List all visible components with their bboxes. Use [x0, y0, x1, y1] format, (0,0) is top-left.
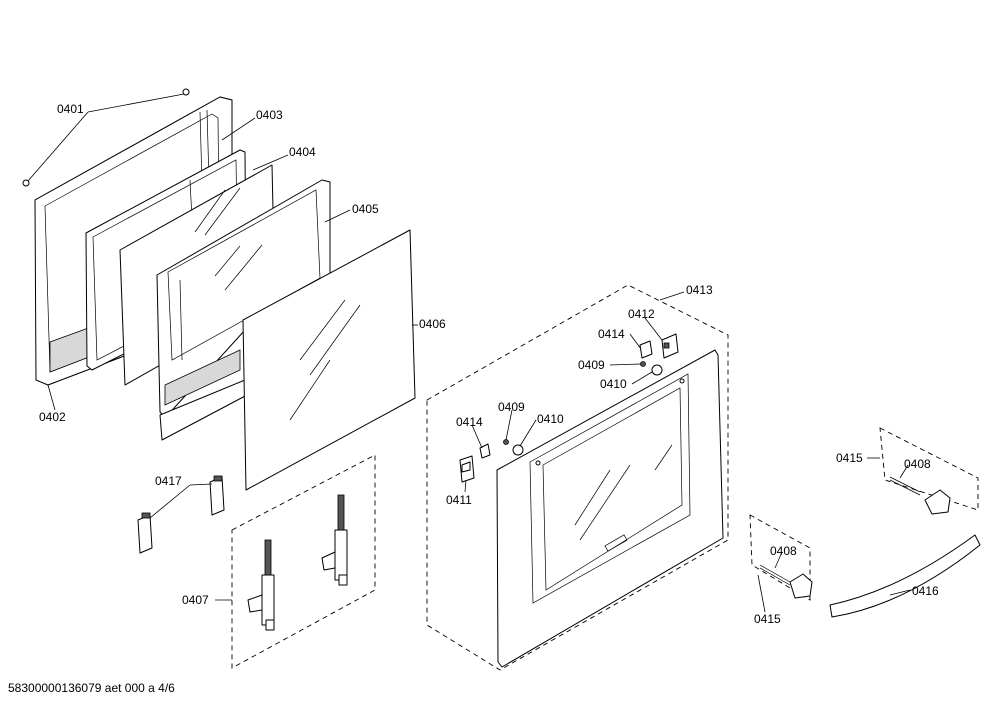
label-0401: 0401: [57, 102, 84, 116]
part-labels: 0401 0402 0403 0404 0405 0406 0417 0407 …: [39, 102, 939, 626]
part-0410-cap-top: [651, 364, 663, 376]
label-0407: 0407: [182, 593, 209, 607]
part-0417-brackets: [137, 475, 225, 554]
label-0410-left: 0410: [537, 412, 564, 426]
label-0405: 0405: [352, 202, 379, 216]
label-0414-top: 0414: [598, 327, 625, 341]
label-0403: 0403: [256, 108, 283, 122]
part-0410-cap-left: [512, 444, 524, 456]
label-0406: 0406: [419, 317, 446, 331]
part-0416-handle-bar: [829, 534, 981, 618]
label-0408-right: 0408: [904, 457, 931, 471]
label-0408-left: 0408: [770, 544, 797, 558]
part-0412-hinge-bracket: [661, 333, 679, 359]
part-0409-pin-left: [503, 439, 509, 445]
label-0416: 0416: [912, 584, 939, 598]
leader-lines: [27, 93, 911, 613]
label-0404: 0404: [289, 145, 316, 159]
part-0406-outer-glass: [242, 229, 416, 491]
part-0409-pin-top: [640, 361, 646, 367]
footer-code: 58300000136079 aet 000 a 4/6: [8, 681, 175, 695]
part-0414-screw-top: [639, 340, 653, 359]
part-0414-screw-left: [479, 443, 491, 459]
label-0414-left: 0414: [456, 415, 483, 429]
label-0412: 0412: [628, 307, 655, 321]
label-0411: 0411: [446, 493, 472, 507]
label-0417: 0417: [155, 474, 182, 488]
part-0405-glass-holder: [156, 179, 331, 441]
label-0402: 0402: [39, 410, 66, 424]
label-0409-left: 0409: [498, 400, 525, 414]
label-0410-top: 0410: [600, 377, 627, 391]
part-0415-handle-end-right: [879, 427, 979, 515]
label-0415-right: 0415: [836, 451, 863, 465]
part-0415-handle-end-left: [749, 514, 813, 601]
part-0411-bracket: [459, 455, 475, 483]
door-outer-panel: [496, 349, 724, 668]
label-0409-top: 0409: [578, 358, 605, 372]
label-0415-left: 0415: [754, 612, 781, 626]
label-0413: 0413: [686, 283, 713, 297]
part-0407-hinges: [231, 454, 376, 669]
